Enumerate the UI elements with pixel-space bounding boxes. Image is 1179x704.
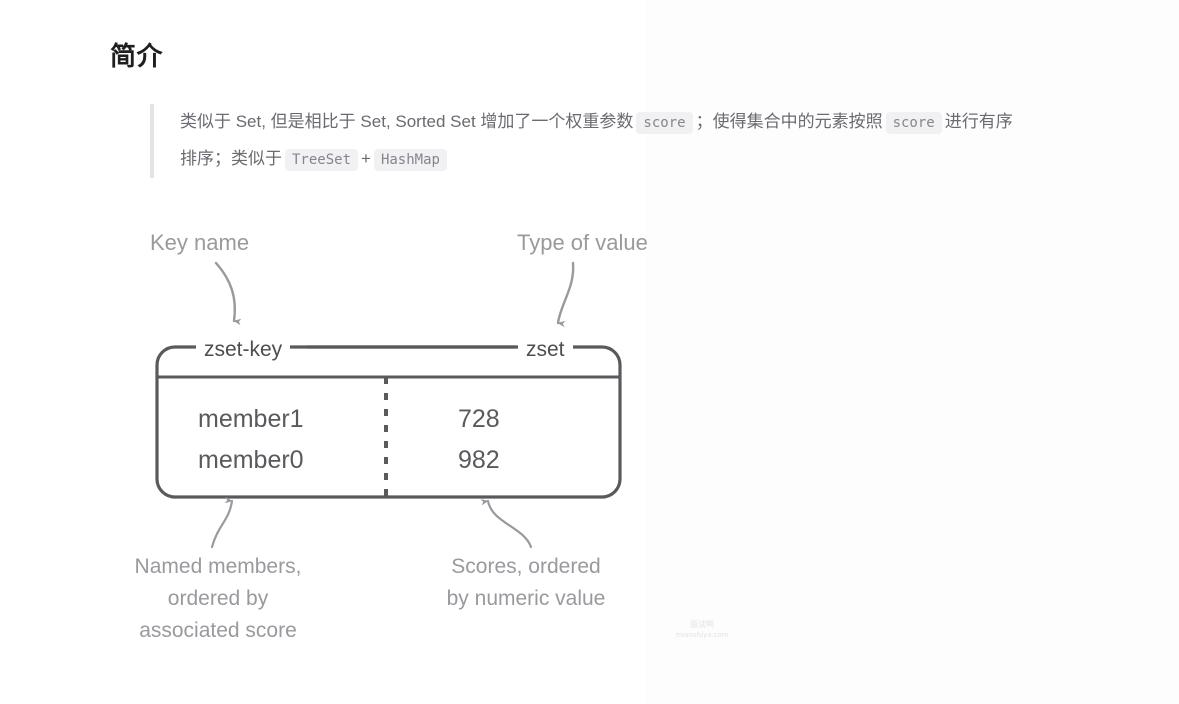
arrow-key-name (214, 261, 242, 326)
watermark: 面试鸭 mianshiya.com (672, 619, 732, 641)
blockquote-line-1: 类似于 Set, 但是相比于 Set, Sorted Set 增加了一个权重参数… (180, 104, 1179, 141)
caption-scores-line1: Scores, ordered (451, 555, 601, 578)
table-row-member-0-score: 728 (458, 405, 500, 433)
inline-code-score-1: score (636, 112, 693, 134)
arrow-type-of-value (556, 261, 575, 328)
caption-scores-line2: by numeric value (446, 587, 606, 610)
caption-members-line3: associated score (139, 619, 297, 642)
blockquote-line2-part1: 排序；类似于 (180, 149, 282, 168)
inline-code-treeset: TreeSet (285, 149, 359, 171)
arrow-named-members (210, 496, 234, 549)
zset-box-outline (155, 345, 622, 499)
watermark-zh: 面试鸭 (690, 620, 714, 629)
intro-blockquote: 类似于 Set, 但是相比于 Set, Sorted Set 增加了一个权重参数… (150, 104, 1179, 178)
label-key-name: Key name (150, 230, 250, 255)
table-row-member-1-score: 982 (458, 446, 500, 474)
blockquote-line2-plus: + (361, 149, 371, 168)
caption-members-line1: Named members, (134, 555, 302, 578)
box-title-type: zset (518, 338, 573, 362)
table-row-member-1-name: member0 (198, 446, 304, 474)
blockquote-line1-part2: ；使得集合中的元素按照 (695, 112, 883, 131)
label-type-of-value: Type of value (517, 230, 648, 255)
diagram-svg (155, 261, 622, 549)
caption-scores: Scores, ordered by numeric value (426, 551, 626, 615)
blockquote-line1-part3: 进行有序 (944, 112, 1013, 131)
blockquote-line1-part1: 类似于 Set, 但是相比于 Set, Sorted Set 增加了一个权重参数 (180, 112, 634, 131)
inline-code-score-2: score (885, 112, 942, 134)
caption-members-line2: ordered by (167, 587, 269, 610)
caption-named-members: Named members, ordered by associated sco… (118, 551, 318, 647)
watermark-en: mianshiya.com (675, 631, 729, 639)
zset-structure-diagram (0, 195, 760, 665)
table-row-member-0-name: member1 (198, 405, 304, 433)
inline-code-hashmap: HashMap (373, 149, 447, 171)
arrow-scores (480, 499, 533, 549)
page-title: 简介 (110, 41, 164, 71)
box-title-key: zset-key (196, 338, 291, 362)
